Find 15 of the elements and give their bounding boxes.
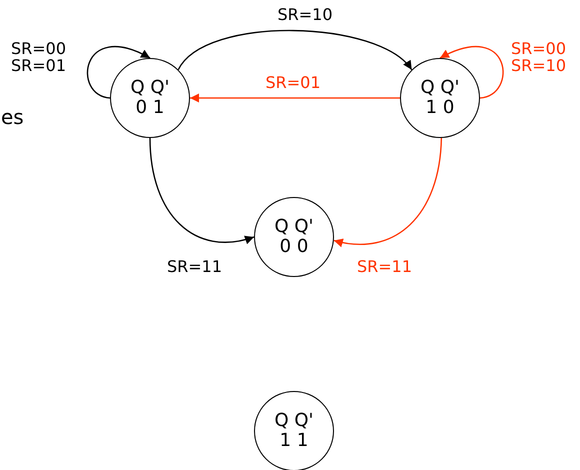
- arrow: [87, 46, 150, 99]
- state-text: Q Q': [130, 78, 170, 98]
- state-text: Q Q': [274, 411, 314, 431]
- arrow: [190, 94, 400, 102]
- state-text: Q Q': [420, 78, 460, 98]
- state-text: 1 0: [426, 98, 454, 118]
- text-fragment: es: [1, 106, 24, 128]
- state-text: Q Q': [274, 217, 314, 237]
- state-text: 0 1: [136, 98, 164, 118]
- state-text: 0 0: [280, 237, 308, 257]
- arrow: [440, 46, 504, 99]
- arrow: [149, 138, 254, 244]
- state-text: 1 1: [280, 431, 308, 451]
- arrow: [178, 30, 412, 70]
- arrow: [334, 138, 442, 247]
